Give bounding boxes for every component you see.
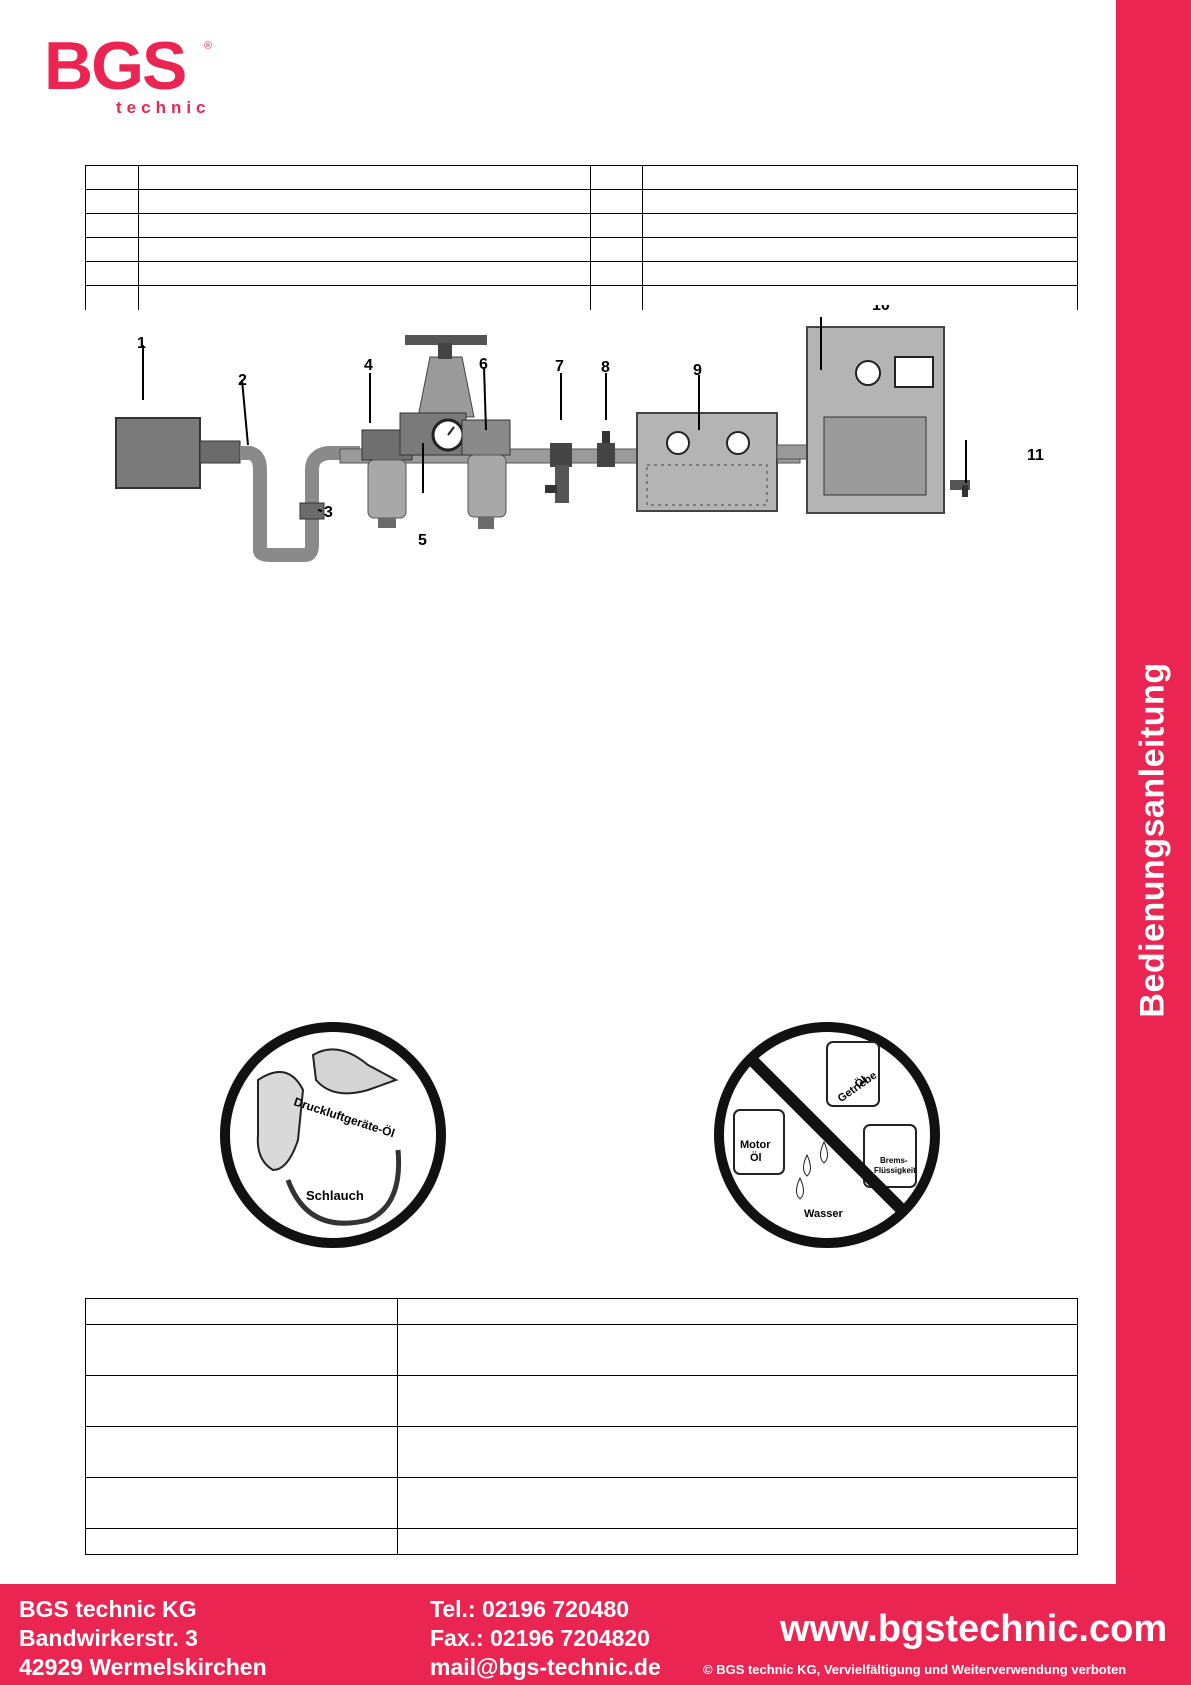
cabinet-meter — [894, 356, 934, 388]
oil-tool-illustration: Druckluftgeräte-Öl Schlauch — [220, 1022, 446, 1248]
table-row — [85, 1477, 1078, 1529]
filter-bowl — [467, 454, 507, 518]
diagram-label-11: 11 — [1027, 447, 1044, 464]
water-separator-bowl — [367, 459, 407, 519]
diagram-label-10: 10 — [872, 305, 890, 314]
drain-tap — [950, 480, 970, 490]
diagram-label-9: 9 — [693, 362, 702, 379]
compressor-box — [115, 417, 201, 489]
drain-valve-pipe — [555, 465, 569, 503]
diagram-label-7: 7 — [555, 358, 564, 375]
hose-label: Schlauch — [306, 1188, 364, 1203]
cabinet-gauge — [855, 360, 881, 386]
side-bar — [1116, 0, 1191, 1584]
motor-label-2: Öl — [750, 1151, 762, 1164]
diagram-label-5: 5 — [418, 532, 427, 549]
logo-wordmark: BGS — [44, 28, 187, 104]
brake-label-2: Flüssigkeit — [874, 1166, 916, 1175]
table-row — [85, 165, 1078, 190]
legend-table — [85, 165, 1078, 310]
regulator-stem — [438, 343, 452, 359]
footer-tel: Tel.: 02196 720480 — [430, 1596, 630, 1622]
table-row — [85, 1298, 1078, 1325]
dryer-gauge-left — [666, 431, 690, 455]
diagram-label-2: 2 — [238, 372, 247, 389]
gear-oil-canister — [826, 1041, 880, 1107]
footer: BGS technic KG Bandwirkerstr. 3 42929 We… — [0, 1584, 1191, 1685]
dryer-vents — [646, 464, 768, 506]
bottom-table — [85, 1298, 1078, 1555]
air-hose — [240, 446, 360, 562]
footer-city: 42929 Wermelskirchen — [19, 1654, 267, 1680]
table-row — [85, 1426, 1078, 1478]
table-row — [85, 213, 1078, 238]
footer-street: Bandwirkerstr. 3 — [19, 1625, 198, 1651]
water-drop-icon — [803, 1153, 811, 1177]
prohibited-fluids-illustration: Motor Öl Getriebe Öl Brems- Flüssigkeit … — [714, 1022, 940, 1248]
footer-copyright: © BGS technic KG, Vervielfältigung und W… — [703, 1662, 1127, 1677]
drain-valve-tee — [550, 443, 572, 467]
hose-coupling — [299, 502, 325, 520]
cabinet-grille — [823, 416, 927, 496]
drain-valve-handle — [545, 485, 557, 493]
connector-pipe — [776, 444, 808, 460]
prohibition-slash — [745, 1053, 909, 1217]
pressure-regulator-bonnet — [417, 356, 475, 418]
air-tool-icon — [256, 1071, 305, 1172]
table-row — [85, 1528, 1078, 1555]
motor-label-1: Motor — [740, 1139, 771, 1151]
diagram-label-8: 8 — [601, 359, 610, 376]
logo-registered-mark: ® — [204, 40, 213, 52]
bgs-logo: BGS ® technic — [44, 32, 224, 120]
logo-subtitle: technic — [116, 98, 211, 117]
filter-drain — [478, 517, 494, 529]
motor-oil-canister — [733, 1109, 785, 1175]
table-row — [85, 1324, 1078, 1376]
table-row — [85, 237, 1078, 262]
hose-icon — [285, 1149, 402, 1226]
footer-fax: Fax.: 02196 7204820 — [430, 1625, 650, 1651]
shutoff-valve — [597, 443, 615, 467]
compressor-fitting — [199, 440, 241, 464]
shutoff-valve-handle — [602, 431, 610, 443]
brake-fluid-canister — [863, 1124, 917, 1188]
dryer-gauge-right — [726, 431, 750, 455]
table-row — [85, 285, 1078, 310]
oil-can-icon — [311, 1048, 399, 1095]
air-dryer-unit — [636, 412, 778, 512]
regulator-handle — [405, 335, 487, 345]
diagram-label-1: 1 — [137, 335, 146, 352]
footer-mail[interactable]: mail@bgs-technic.de — [430, 1654, 661, 1680]
diagram-label-3: 3 — [324, 504, 333, 521]
brake-label-1: Brems- — [880, 1156, 908, 1165]
sidebar-title: Bedienungsanleitung — [1133, 662, 1172, 1018]
diagram-label-6: 6 — [479, 356, 488, 373]
footer-company: BGS technic KG — [19, 1596, 197, 1622]
water-separator-drain — [378, 518, 396, 528]
diagram-label-4: 4 — [364, 357, 373, 374]
footer-website[interactable]: www.bgstechnic.com — [780, 1608, 1168, 1650]
table-row — [85, 261, 1078, 286]
table-row — [85, 1375, 1078, 1427]
compressed-air-system-diagram: 1 2 3 4 5 6 7 8 9 10 11 — [115, 305, 1044, 562]
table-row — [85, 189, 1078, 214]
water-label: Wasser — [804, 1208, 843, 1220]
